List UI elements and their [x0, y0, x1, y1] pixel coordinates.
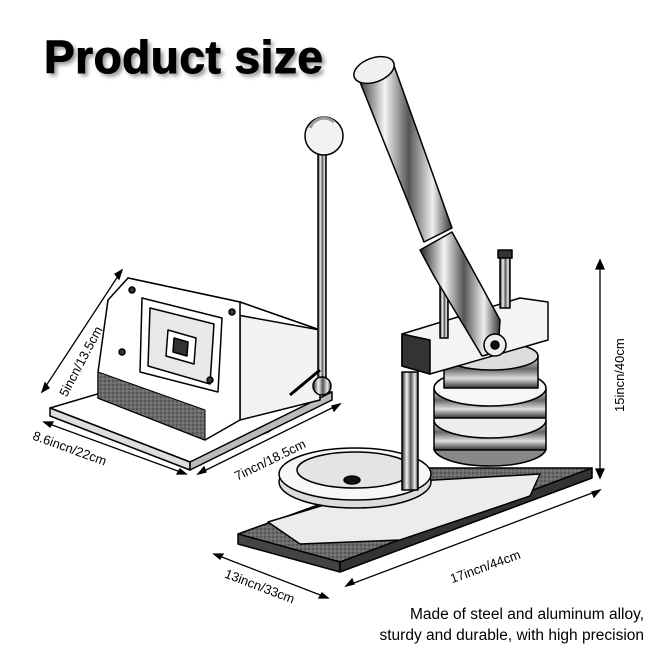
press-handle [355, 59, 453, 243]
material-caption: Made of steel and aluminum alloy, sturdy… [284, 604, 644, 646]
caption-line-2: sturdy and durable, with high precision [379, 627, 644, 644]
circle-cutter [49, 116, 344, 471]
caption-line-1: Made of steel and aluminum alloy, [409, 606, 644, 623]
page-title: Product size [44, 31, 324, 84]
dimension-label-press-height: 15incn/40cm [612, 338, 627, 412]
dimension-lines [40, 258, 606, 599]
button-press-machine [237, 55, 593, 573]
